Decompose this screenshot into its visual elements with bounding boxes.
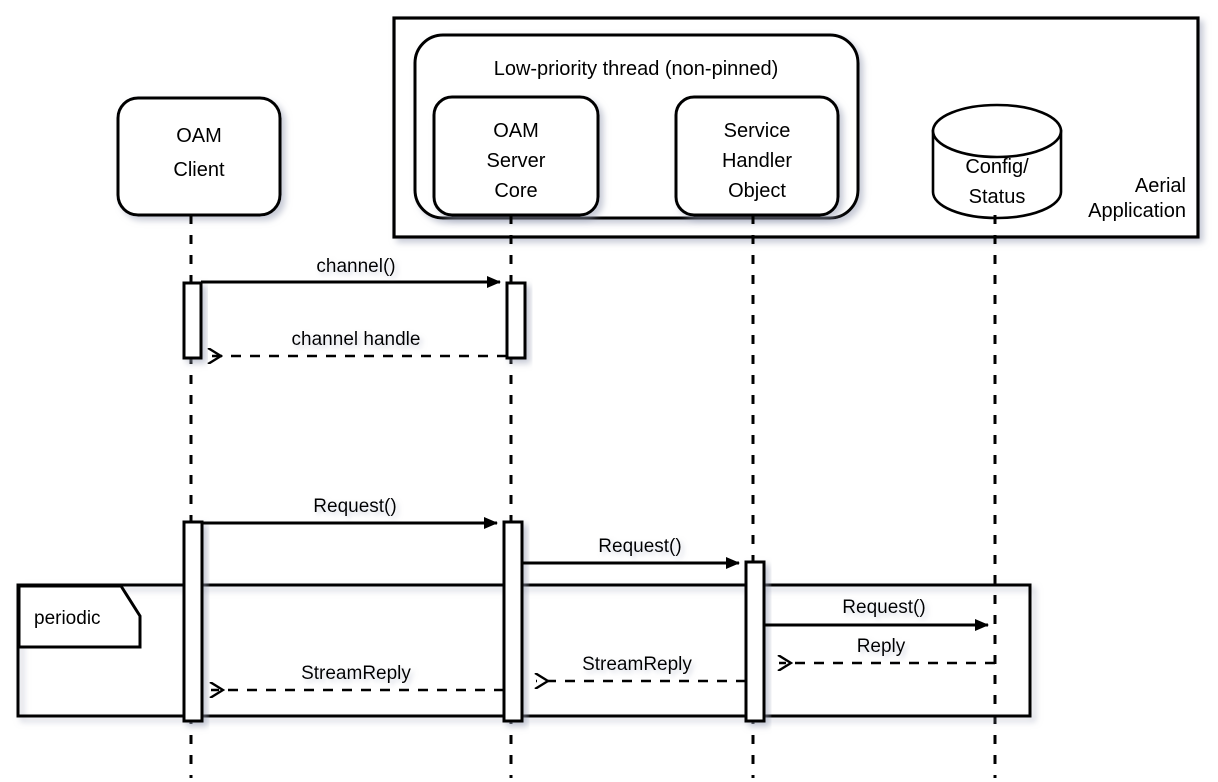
periodic-fragment-operator-label: periodic [34,608,101,629]
activation-oam-server-core-1 [505,281,527,360]
participant-config-status-label-line2: Status [969,186,1026,208]
message-channel-call-label: channel() [316,256,395,277]
thread-group-label: Low-priority thread (non-pinned) [494,58,779,80]
message-streamreply-core-to-client[interactable]: StreamReply [211,663,504,690]
message-streamreply-handler-to-core-label: StreamReply [582,654,692,675]
participant-oam-server-core[interactable]: OAM Server Core [432,95,600,217]
message-request-core-to-handler-label: Request() [598,536,681,557]
participant-service-handler-object-label-line2: Handler [722,150,792,172]
message-streamreply-handler-to-core[interactable]: StreamReply [536,654,746,681]
participant-oam-server-core-label-line1: OAM [493,120,539,142]
cylinder-top-ellipse [931,103,1063,159]
participant-config-status[interactable]: Config/ Status [931,103,1063,220]
message-channel-handle-return[interactable]: channel handle [209,329,507,356]
message-reply-config-to-handler[interactable]: Reply [779,636,995,663]
participant-service-handler-object-label-line1: Service [724,120,791,142]
participant-oam-server-core-label-line3: Core [494,180,537,202]
participant-config-status-label-line1: Config/ [965,156,1029,178]
activation-bars [182,281,766,723]
message-request-handler-to-config[interactable]: Request() [765,597,989,631]
activation-service-handler-object-1 [744,560,766,723]
periodic-fragment[interactable]: periodic [16,583,1032,718]
system-boundary-label-line2: Application [1088,200,1186,222]
participant-oam-server-core-label-line2: Server [487,150,546,172]
participant-service-handler-object-label-line3: Object [728,180,786,202]
message-reply-config-to-handler-label: Reply [857,636,906,657]
message-request-core-to-handler[interactable]: Request() [522,536,740,569]
message-request-client-to-core[interactable]: Request() [202,496,498,529]
lifelines [189,215,997,778]
participant-oam-client[interactable]: OAM Client [116,96,282,217]
message-request-handler-to-config-label: Request() [842,597,925,618]
participant-oam-client-label-line2: Client [173,159,225,181]
message-channel-call[interactable]: channel() [201,256,501,288]
activation-oam-server-core-2 [502,520,524,723]
message-streamreply-core-to-client-label: StreamReply [301,663,411,684]
participant-oam-client-label-line1: OAM [176,125,222,147]
message-request-client-to-core-label: Request() [313,496,396,517]
activation-oam-client-1 [182,281,203,360]
participant-service-handler-object[interactable]: Service Handler Object [674,95,840,217]
system-boundary-label-line1: Aerial [1135,175,1186,197]
activation-oam-client-2 [182,520,204,723]
message-channel-handle-label: channel handle [292,329,421,350]
